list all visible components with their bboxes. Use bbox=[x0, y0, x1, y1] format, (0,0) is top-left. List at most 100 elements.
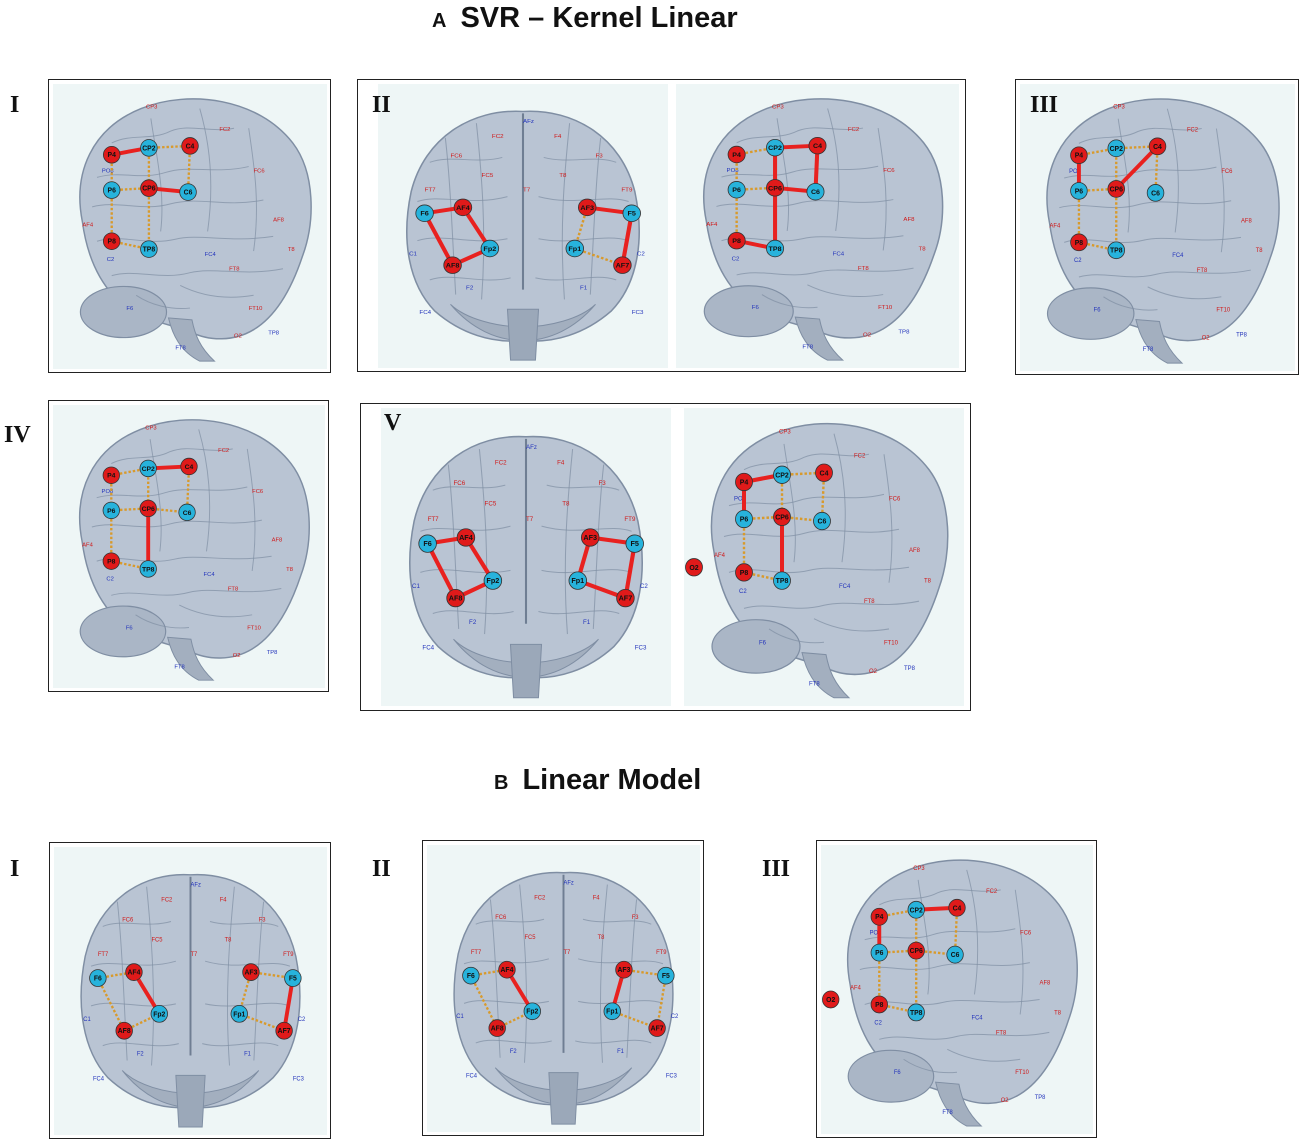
electrode-label: T8 bbox=[1256, 248, 1264, 254]
node-label: C4 bbox=[185, 464, 194, 471]
node-label: C4 bbox=[186, 143, 195, 150]
electrode-label: FT8 bbox=[1143, 347, 1154, 353]
brain-diagram: CP3FC2FC6AF8T8FT8FT10O2AF4C2FC4F6FT8TP8P… bbox=[822, 859, 1078, 1127]
brain-diagram: CP3FC2FC6AF8T8FT8FT10O2AF4C2FC4F6FT8TP8P… bbox=[685, 422, 949, 699]
brain-fold bbox=[420, 525, 511, 532]
node-marker bbox=[727, 181, 746, 199]
electrode-node-TP8: TP8 bbox=[766, 239, 785, 258]
brain-fold bbox=[743, 453, 870, 471]
electrode-label: FT9 bbox=[656, 950, 666, 956]
electrode-label: CP3 bbox=[779, 429, 791, 436]
brain-fold bbox=[564, 449, 574, 635]
electrode-label: FC3 bbox=[635, 645, 647, 652]
node-marker bbox=[870, 943, 888, 962]
electrode-label: FT10 bbox=[249, 306, 263, 312]
electrode-label: CP3 bbox=[772, 105, 784, 111]
electrode-label: C2 bbox=[107, 257, 114, 263]
node-marker bbox=[735, 509, 753, 529]
node-marker bbox=[907, 941, 925, 960]
node-marker bbox=[418, 534, 437, 553]
section-title-text: Linear Model bbox=[522, 764, 702, 796]
electrode-node-C4: C4 bbox=[1148, 137, 1167, 156]
brain-fold bbox=[432, 484, 506, 491]
brain-fold bbox=[813, 618, 890, 632]
node-label: P4 bbox=[1075, 153, 1084, 160]
node-marker bbox=[773, 507, 791, 527]
electrode-node-C4: C4 bbox=[181, 137, 199, 155]
node-label: TP8 bbox=[1110, 248, 1123, 255]
electrode-label: F3 bbox=[599, 480, 607, 487]
node-marker bbox=[565, 239, 585, 258]
node-marker bbox=[808, 136, 827, 155]
electrode-label: F1 bbox=[580, 286, 588, 292]
brain-fold bbox=[543, 156, 617, 163]
electrode-label: FC4 bbox=[419, 310, 431, 316]
node-label: F6 bbox=[94, 976, 102, 983]
electrode-label: PO8 bbox=[727, 168, 740, 174]
node-marker bbox=[456, 528, 476, 547]
electrode-node-P8: P8 bbox=[735, 563, 753, 582]
electrode-label: FC5 bbox=[485, 501, 497, 508]
node-label: P6 bbox=[740, 515, 749, 523]
electrode-label: FC5 bbox=[525, 935, 537, 941]
electrode-label: F4 bbox=[593, 895, 601, 901]
electrode-label: FC3 bbox=[666, 1074, 678, 1080]
node-label: F5 bbox=[289, 976, 297, 983]
brain-diagram: CP3FC2FC6AF8T8FT8FT10O2AF4C2FC4F6FT8TP8P… bbox=[1046, 98, 1280, 364]
brain-fold bbox=[728, 493, 885, 507]
brain-fold bbox=[1078, 269, 1251, 278]
electrode-label: T8 bbox=[286, 567, 293, 573]
brain-fold bbox=[199, 108, 212, 232]
brain-fold bbox=[833, 433, 846, 563]
electrode-node-P8: P8 bbox=[103, 232, 121, 250]
brain-fold bbox=[475, 123, 485, 300]
connection-C4-C6 bbox=[953, 907, 959, 955]
node-marker bbox=[870, 907, 888, 926]
brain-fold bbox=[541, 569, 632, 574]
brain-fold bbox=[135, 614, 190, 629]
node-label: AF4 bbox=[456, 205, 470, 212]
node-label: P8 bbox=[108, 239, 117, 246]
electrode-node-P4: P4 bbox=[103, 146, 121, 164]
electrode-label: TP8 bbox=[267, 650, 278, 656]
electrode-node-C4: C4 bbox=[815, 463, 833, 482]
node-label: P4 bbox=[875, 914, 883, 921]
electrode-node-Fp1: Fp1 bbox=[568, 571, 588, 590]
brain-fold bbox=[1215, 128, 1225, 253]
electrode-node-TP8: TP8 bbox=[139, 560, 157, 578]
node-label: CP6 bbox=[910, 948, 923, 955]
electrode-label: F6 bbox=[126, 306, 134, 312]
node-label: P6 bbox=[108, 188, 117, 195]
electrode-label: F4 bbox=[220, 898, 228, 904]
node-marker bbox=[523, 1002, 541, 1021]
node-label: C6 bbox=[183, 510, 192, 517]
brain-fold bbox=[743, 600, 920, 609]
node-marker bbox=[483, 571, 503, 590]
electrode-node-P6: P6 bbox=[102, 501, 120, 520]
node-marker bbox=[415, 204, 434, 222]
brain-fold bbox=[864, 998, 1040, 1006]
electrode-label: FC2 bbox=[854, 452, 866, 459]
node-marker bbox=[603, 1002, 621, 1021]
electrode-label: FT7 bbox=[98, 952, 108, 958]
brain-fold bbox=[903, 1058, 958, 1074]
node-label: F6 bbox=[420, 211, 429, 218]
brain-diagram: CP3FC2FC6AF8T8FT8FT10O2AF4C2FC4F6FT8TP8P… bbox=[79, 98, 312, 362]
electrode-label: AF4 bbox=[714, 552, 726, 559]
electrode-label: FC2 bbox=[848, 127, 860, 133]
brain-fold bbox=[246, 448, 256, 571]
electrode-label: FC6 bbox=[451, 154, 463, 160]
electrode-label: F6 bbox=[752, 305, 760, 311]
electrode-label: FC4 bbox=[839, 583, 851, 590]
node-label: P4 bbox=[108, 152, 117, 159]
electrode-label: F1 bbox=[617, 1049, 624, 1055]
node-marker bbox=[284, 969, 302, 987]
electrode-label: F3 bbox=[259, 917, 267, 923]
